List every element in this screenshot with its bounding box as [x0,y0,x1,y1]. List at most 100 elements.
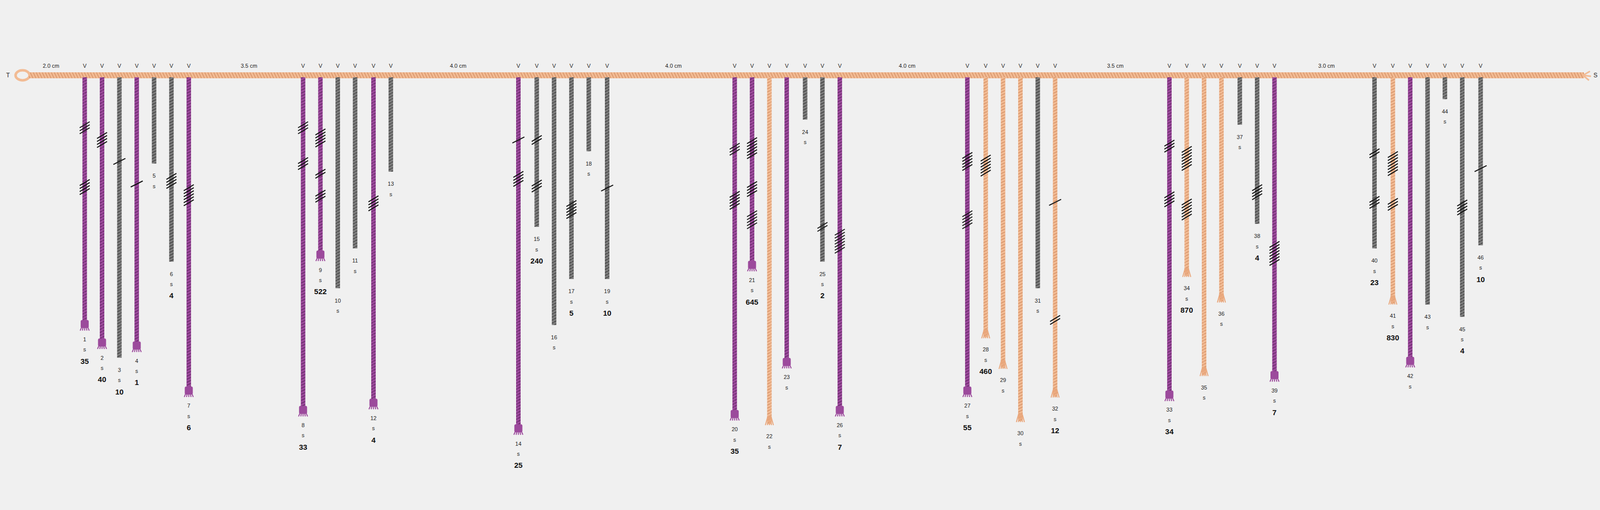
tassel-fringe [190,393,192,397]
knot-mark [315,193,326,200]
tassel-fringe [1167,397,1169,401]
cord-value: 2 [820,291,825,299]
attachment-mark: V [820,63,825,69]
knot-mark [834,244,845,251]
cord-number: 16 [551,334,558,340]
attachment-mark: V [1167,63,1172,69]
knot-mark [566,209,577,216]
tassel-fringe [517,430,519,435]
tassel-fringe [835,412,837,417]
cord-s-mark: s [1238,144,1242,150]
pendant-cord [516,77,521,431]
cord-number: 8 [301,422,305,428]
pendant-cord [371,77,376,406]
knot-mark [513,180,524,187]
knot-mark [1457,202,1468,209]
tassel-fringe [513,430,516,435]
pendant-cord [1425,77,1430,305]
cord-number: 15 [533,236,540,242]
knot-mark [1181,210,1192,217]
tassel-fringe [373,405,375,409]
knot-mark [729,145,740,152]
knot-mark [531,183,542,190]
knot-mark [962,164,973,171]
knot-mark [1050,317,1061,325]
knot-mark [513,171,524,178]
attachment-mark: V [100,63,104,69]
knot-mark [368,195,379,202]
cord-value: 4 [169,291,174,299]
tassel-fringe [376,405,379,409]
cord-value: 35 [730,446,739,454]
knot-mark [600,185,613,192]
cord-fray [1394,295,1397,305]
cord-s-mark: s [552,344,556,351]
tassel-fringe [1405,363,1408,368]
knot-mark [729,203,740,210]
cord-number: 46 [1477,254,1484,261]
knot-mark [729,148,740,155]
cord-s-mark: s [318,276,323,283]
cord-fray [1021,412,1025,422]
tassel-fringe [732,416,734,421]
cord-s-mark: s [535,246,539,252]
knot-mark [746,222,757,229]
knot-mark [96,132,107,139]
cord-s-mark: s [1272,397,1276,404]
pendant-cord [1167,77,1172,398]
cord-number: 20 [731,426,738,432]
tassel-fringe [304,412,306,417]
pendant-cord [534,77,540,227]
cord-s-mark: s [1053,415,1057,422]
tassel-fringe [784,364,786,369]
knot-mark [297,160,308,167]
cord-tassel [1406,356,1415,365]
cord-number: 36 [1218,310,1225,317]
knot-mark [1181,149,1192,156]
knot-mark [1457,208,1468,215]
pendant-cord [1390,77,1396,304]
knot-mark [1251,190,1262,197]
cord-s-mark: s [605,298,609,304]
attachment-mark: V [301,63,305,69]
knot-mark [79,127,90,134]
attachment-mark: V [152,63,156,69]
cord-fray [1219,293,1221,303]
pendant-cord [1460,77,1465,317]
cord-value: 645 [745,297,759,305]
knot-mark [746,213,757,220]
cord-number: 5 [152,173,156,179]
pendant-cord [1035,77,1041,288]
knot-mark [1181,146,1192,153]
attachment-mark: V [965,63,970,69]
cord-value: 4 [371,435,376,443]
knot-mark [1269,256,1280,263]
cord-s-mark: s [100,364,104,371]
tassel-fringe [1407,363,1409,368]
tassel-fringe [104,345,107,349]
knot-mark [980,154,991,162]
pendant-cord [1272,77,1277,378]
knot-mark [729,142,740,149]
cord-tassel [369,398,378,407]
knot-mark [834,247,845,254]
tassel-fringe [188,393,190,397]
knot-mark [746,187,757,194]
cord-number: 26 [836,422,843,428]
knot-mark [183,190,194,197]
tassel-fringe [842,412,845,417]
pendant-cord [551,77,557,325]
cord-s-mark: s [301,432,305,438]
knot-mark [1387,204,1398,211]
tassel-fringe [841,412,843,417]
pendant-cord [1201,77,1207,375]
cord-value: 12 [1050,426,1060,434]
knot-mark [746,181,757,188]
knot-mark [1387,166,1398,173]
pendant-cord [820,77,825,262]
pendant-cord [604,77,610,279]
cord-value: 7 [1272,407,1277,416]
knot-mark [1181,164,1192,171]
cord-tassel [298,405,307,414]
